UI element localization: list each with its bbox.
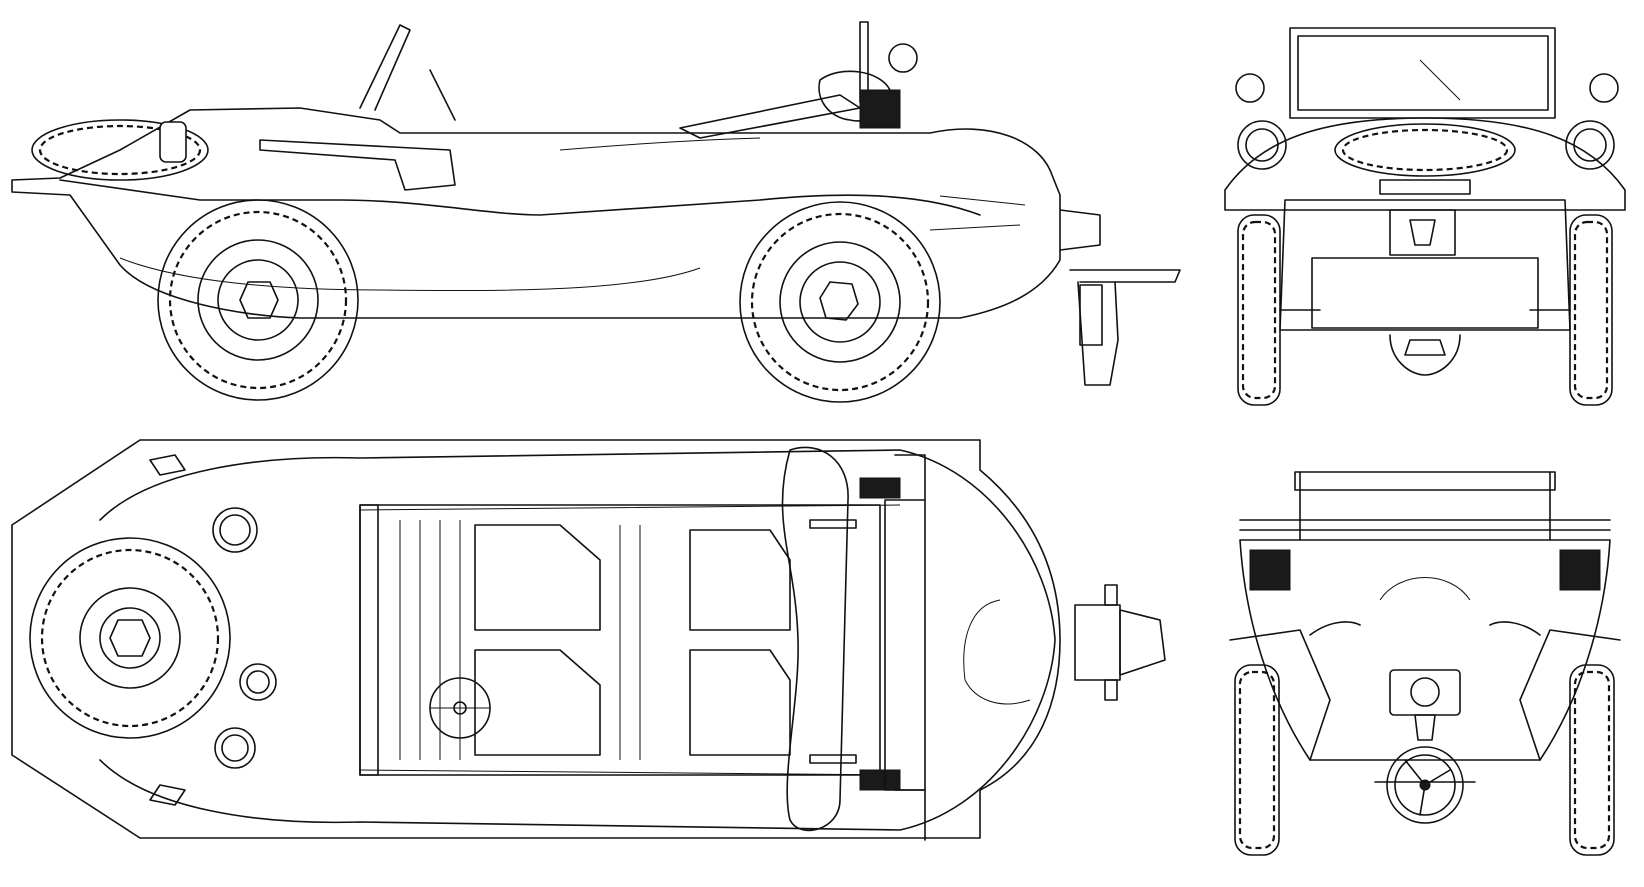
top-engine-cover [963,599,1031,705]
side-hull [11,107,1061,319]
side-stowed-equipment [259,21,918,191]
side-front-wheel [739,201,941,403]
top-propeller [1074,584,1166,701]
top-ports [149,454,277,806]
side-propeller-unit [1059,209,1181,386]
rear-frame [1239,471,1611,541]
top-cockpit [359,504,881,776]
side-rear-wheel [157,199,359,401]
top-frame-bar [884,454,926,841]
top-spare-wheel [29,537,231,739]
front-spare-wheel [1334,123,1516,177]
rear-body [1229,539,1621,761]
side-spare-wheel [31,119,209,181]
rear-propeller [1374,669,1476,824]
top-hull [11,439,1061,839]
front-headlights [1235,73,1619,170]
top-canvas-roll [781,446,901,832]
front-wheels [1237,214,1613,406]
side-windscreen [359,24,456,121]
rear-wheels [1234,664,1615,856]
front-propeller [1389,334,1461,376]
